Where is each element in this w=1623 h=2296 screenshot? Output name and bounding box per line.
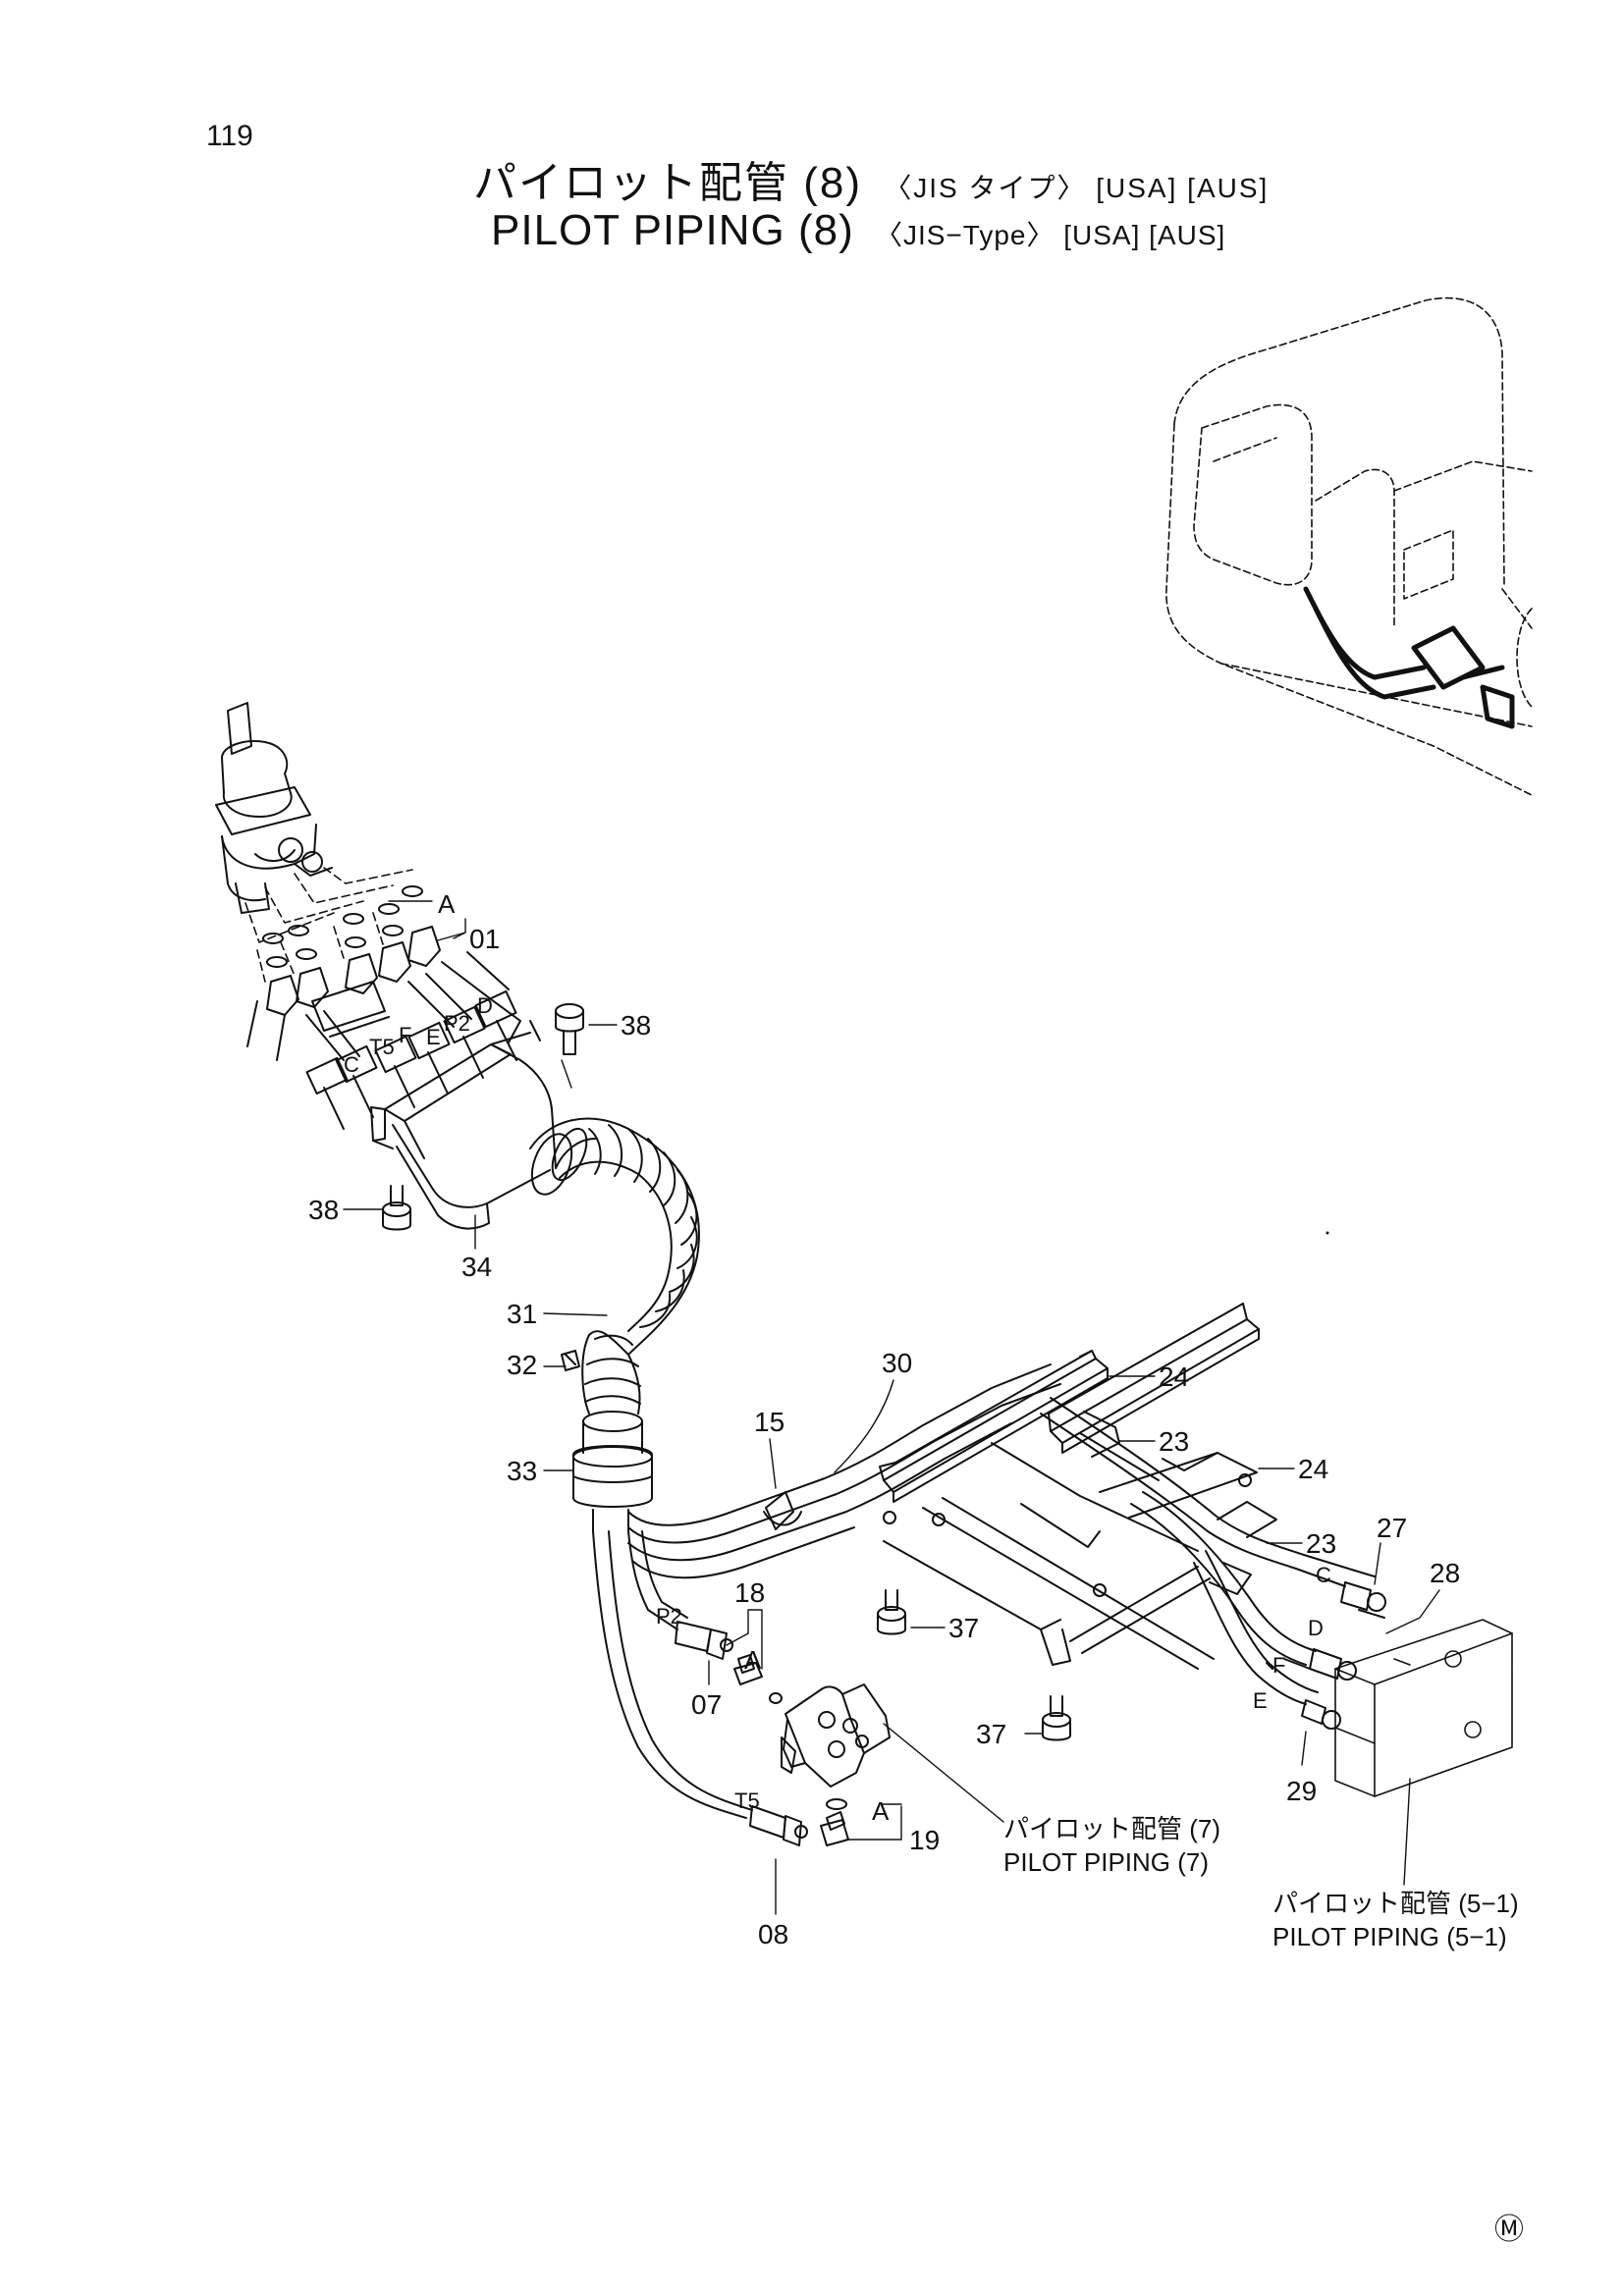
machine-location-inset (1165, 296, 1533, 796)
cross-ref-5-1-jp: パイロット配管 (5−1) (1272, 1889, 1519, 1918)
title-japanese-suffix: 〈JIS タイプ〉 [USA] [AUS] (884, 173, 1270, 203)
title-english-main: PILOT PIPING (8) (491, 206, 854, 254)
port-letters: A A A P2 T5 C D E F P2 T5 C D E F (344, 889, 1331, 1826)
callout-38-top: 38 (621, 1010, 651, 1041)
hose-bracket-34 (370, 1020, 557, 1230)
cross-ref-pilot-piping-7: パイロット配管 (7) PILOT PIPING (7) (1003, 1812, 1220, 1879)
inset-highlighted-piping (1303, 586, 1515, 729)
callout-30: 30 (882, 1348, 912, 1378)
port-a-middle: A (744, 1645, 762, 1675)
callout-23-right: 23 (1306, 1528, 1336, 1559)
callout-34: 34 (461, 1252, 492, 1282)
hoses-to-right-block (1040, 1397, 1356, 1705)
callout-01: 01 (469, 924, 500, 954)
pilot-valve-assembly (215, 702, 333, 914)
right-fittings (1266, 1570, 1386, 1730)
port-p2-lower: P2 (656, 1604, 682, 1629)
port-t5-lower: T5 (734, 1789, 760, 1813)
callout-24-right: 24 (1298, 1454, 1328, 1484)
callout-33: 33 (507, 1456, 537, 1486)
port-c-top: C (344, 1052, 359, 1077)
cross-ref-7-jp: パイロット配管 (7) (1003, 1814, 1221, 1843)
port-a-top: A (438, 889, 456, 919)
callout-15: 15 (754, 1407, 784, 1437)
corner-m-mark: Ⓜ (1494, 2214, 1524, 2246)
port-d-right: D (1308, 1616, 1324, 1640)
bolts (382, 1003, 1071, 1741)
title-english: PILOT PIPING (8) 〈JIS−Type〉 [USA] [AUS] (491, 206, 1225, 255)
callout-28: 28 (1430, 1558, 1460, 1588)
title-japanese: パイロット配管 (8) 〈JIS タイプ〉 [USA] [AUS] (473, 147, 1269, 210)
callout-31: 31 (507, 1299, 537, 1329)
part-callouts: 01 38 38 34 31 32 33 30 15 24 23 24 23 2… (308, 924, 1460, 1949)
callout-19: 19 (909, 1825, 940, 1855)
valve-port-hidden-lines (244, 867, 413, 983)
port-d-top: D (477, 993, 493, 1018)
callout-27: 27 (1377, 1513, 1407, 1543)
callout-37-middle: 37 (948, 1613, 979, 1643)
callout-29: 29 (1286, 1776, 1317, 1806)
title-japanese-main: パイロット配管 (8) (473, 159, 862, 207)
cross-ref-7-en: PILOT PIPING (7) (1003, 1847, 1210, 1877)
hose-end-fittings-top (246, 951, 521, 1130)
cross-ref-pilot-piping-5-1: パイロット配管 (5−1) PILOT PIPING (5−1) (1272, 1887, 1519, 1953)
port-c-right: C (1316, 1563, 1331, 1587)
callout-08: 08 (758, 1919, 788, 1949)
port-f-top: F (399, 1023, 411, 1047)
fitting-07 (675, 1621, 733, 1660)
right-valve-block (1334, 1619, 1513, 1797)
hose-bundle-30 (627, 1363, 1061, 1579)
callout-37-lower: 37 (976, 1719, 1006, 1749)
valve-block (781, 1683, 891, 1788)
cross-ref-5-1-en: PILOT PIPING (5−1) (1272, 1922, 1507, 1951)
callout-38-left: 38 (308, 1195, 339, 1225)
port-p2-top: P2 (444, 1011, 470, 1036)
callout-32: 32 (507, 1350, 537, 1380)
port-e-right: E (1253, 1688, 1268, 1713)
frame-rails (879, 1303, 1277, 1670)
port-a-lower: A (872, 1796, 890, 1826)
port-f-right: F (1272, 1653, 1285, 1678)
o-rings-upper (262, 885, 423, 968)
callout-24-top: 24 (1159, 1362, 1189, 1392)
callout-23-top: 23 (1159, 1426, 1189, 1457)
stray-marks (1325, 1231, 1329, 1235)
adapter-19 (820, 1798, 849, 1846)
leader-lines (343, 900, 1440, 1915)
adapter-18 (733, 1654, 783, 1704)
hose-sleeve-33 (572, 1411, 653, 1532)
corrugated-hose-31 (529, 1117, 700, 1415)
callout-18: 18 (734, 1577, 765, 1608)
callout-07: 07 (691, 1689, 722, 1720)
page-number: 119 (206, 120, 253, 152)
port-t5-top: T5 (369, 1035, 395, 1059)
port-e-top: E (426, 1025, 441, 1049)
hose-branches-lower (592, 1530, 753, 1819)
title-english-suffix: 〈JIS−Type〉 [USA] [AUS] (874, 220, 1226, 250)
fitting-08 (749, 1805, 808, 1846)
